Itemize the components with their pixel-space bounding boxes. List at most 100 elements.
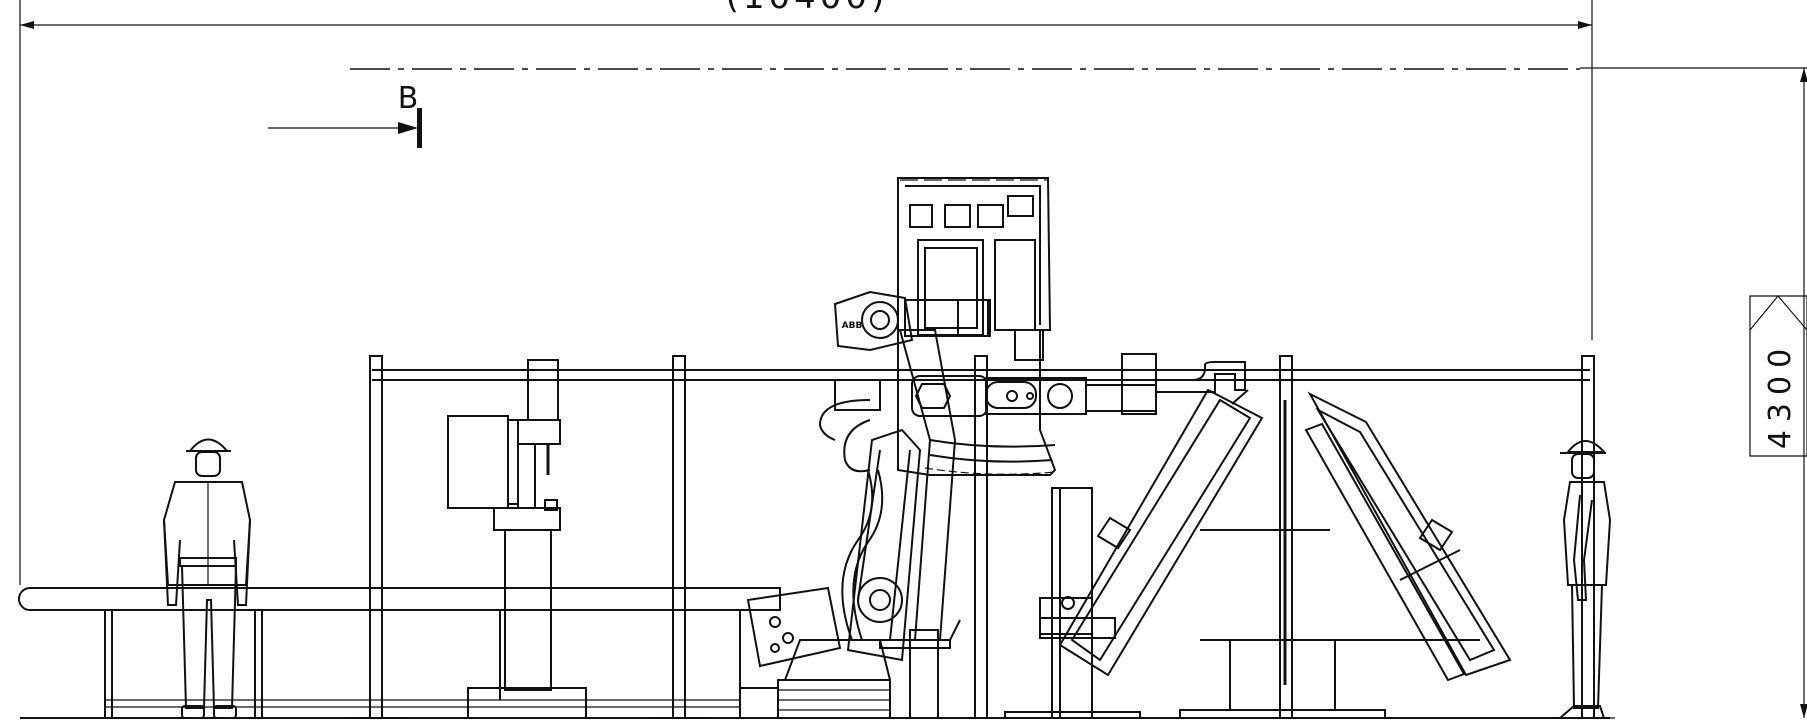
operator-head [195, 451, 221, 477]
operator-head [1571, 453, 1595, 479]
gripped-part-window [994, 239, 1036, 331]
robot-lower-arm-edge [857, 449, 881, 601]
rail [18, 587, 781, 718]
positioner-panel-inner [1315, 407, 1496, 662]
fixture-column [447, 359, 587, 719]
hard-hat-icon [1565, 440, 1607, 453]
gripped-part-bottom-edge [929, 454, 1053, 463]
gripped-part-inner [905, 185, 1041, 325]
height-arrow-bottom-icon [1800, 704, 1807, 718]
robot-cable-loop [818, 399, 871, 441]
robot-base [777, 679, 891, 719]
positioner-panel [1058, 388, 1264, 677]
robot-forearm-plate [985, 381, 1037, 409]
section-cut-bar [417, 108, 422, 148]
positioner-panel [1307, 391, 1512, 677]
height-label: 4300 [1763, 341, 1798, 449]
robot-tool-hose [1156, 361, 1246, 393]
control-cabinet [447, 415, 509, 509]
positioner-pivot [1061, 596, 1075, 610]
operator-boot [181, 705, 205, 719]
robot-upper-arm-foot [940, 619, 961, 641]
positioner-panel-bracket [1418, 518, 1454, 552]
height-arrow-top-icon [1800, 68, 1807, 82]
operator-left [162, 438, 252, 719]
overall-length-label: (10400) [726, 0, 889, 17]
gripped-part-slot [1007, 195, 1034, 217]
robot-base-block [739, 687, 779, 719]
column-bracket [517, 419, 561, 445]
robot-forearm-joint-cap [914, 383, 952, 409]
operator-boot [213, 705, 237, 719]
positioner-panel-bracket [1096, 516, 1132, 550]
operator-torso [1562, 481, 1612, 586]
positioner-pedestal [1229, 639, 1336, 711]
robot-motor-housing [746, 586, 842, 668]
robot-wrist-motor [833, 290, 914, 352]
gripped-part-window [917, 239, 984, 336]
positioner-right [1179, 391, 1512, 719]
height-label-tag [1749, 295, 1807, 457]
operator-legs [1570, 584, 1604, 709]
robot-wrist-motor-cap [861, 301, 899, 339]
safety-fence [345, 355, 1615, 719]
robot-wrist-motor-hub [870, 310, 890, 330]
positioner-column [1051, 487, 1093, 719]
section-marker-label: B [398, 81, 419, 116]
robot-badge: ABB [842, 321, 863, 331]
robot-tool-mount [1121, 353, 1157, 415]
section-marker: B [268, 81, 422, 148]
post-plate [879, 639, 951, 649]
robot-counterweight [834, 379, 881, 411]
fence-post [974, 355, 988, 719]
robot-lower-arm-edge [889, 449, 911, 641]
robot-hip-joint-hub [869, 589, 891, 611]
dimension-arrow-right-icon [1578, 21, 1592, 29]
column-clamp [544, 499, 558, 511]
column-base [467, 687, 587, 719]
column-collar [493, 507, 561, 531]
robot-motor-port [769, 616, 781, 628]
cabinet-hinge [507, 419, 519, 505]
operator-arm-left [163, 519, 181, 606]
gripped-part-clamp [1014, 329, 1044, 361]
overall-length-dimension: (10400) [19, 0, 1593, 585]
gripped-part-slot [977, 204, 1004, 228]
gripped-part-window-inner [924, 247, 978, 329]
fence-post [369, 355, 383, 719]
gripped-part-bottom-edge [924, 467, 1056, 475]
operator-legs [180, 565, 238, 709]
robot-forearm-bolt [1026, 392, 1034, 400]
positioner-arm [1039, 617, 1116, 639]
robot-turret [784, 639, 891, 681]
operator-right [1557, 440, 1612, 719]
gripped-part-slot [909, 204, 933, 228]
dimension-arrow-left-icon [20, 21, 34, 29]
section-arrow-head-icon [398, 122, 418, 134]
gripped-part-clamp [957, 299, 989, 337]
robot-cable [852, 469, 884, 641]
positioner-base [1179, 709, 1386, 719]
robot-cable-loop [843, 419, 871, 473]
post-foot [909, 629, 939, 719]
height-dimension: 4300 [1580, 67, 1807, 718]
robot-motor-port [770, 643, 780, 653]
robot-forearm-bolt [1006, 390, 1018, 402]
industrial-robot: ABB [739, 177, 1246, 719]
gripped-part-bottom-edge [929, 439, 1056, 448]
hard-hat-icon [187, 438, 230, 452]
operator-boot [1557, 705, 1606, 719]
robot-cable [841, 469, 874, 641]
operator-arm [1572, 494, 1593, 601]
center-post [879, 629, 951, 719]
fence-post [672, 355, 686, 719]
positioner-base [1004, 711, 1141, 719]
robot-hip-joint [857, 577, 903, 623]
robot-lower-arm [846, 428, 922, 662]
rail-beam [18, 587, 781, 611]
positioner-left [1004, 388, 1264, 719]
positioner-panel-frame [1304, 422, 1466, 682]
gripped-part-slot [944, 204, 971, 228]
positioner-panel-strut [1399, 549, 1461, 581]
